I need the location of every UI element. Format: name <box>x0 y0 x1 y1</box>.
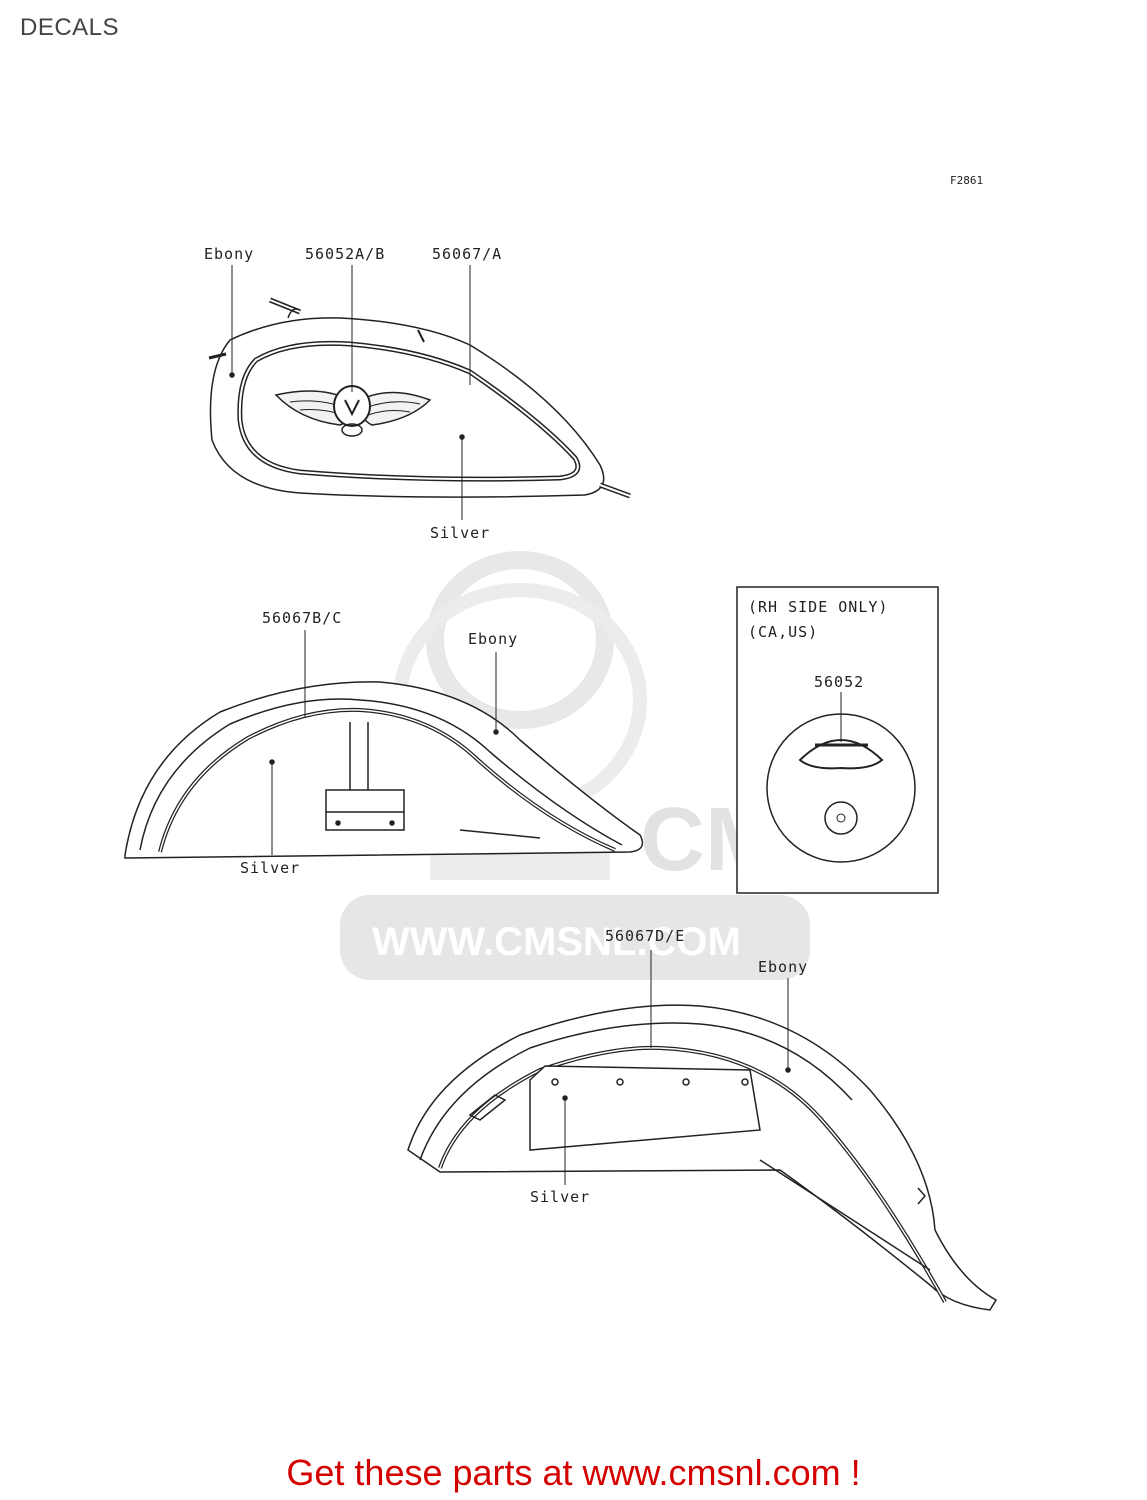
tank-label-silver: Silver <box>430 524 490 542</box>
rear-fender-label-stripe: 56067D/E <box>605 927 685 945</box>
tank-emblem <box>274 385 432 437</box>
front-fender-label-silver: Silver <box>240 859 300 877</box>
parts-diagram: CMS WWW.CMSNL.COM F2861 <box>124 174 998 1311</box>
front-fender-label-ebony: Ebony <box>468 630 518 648</box>
rear-fender-label-ebony: Ebony <box>758 958 808 976</box>
fuel-tank <box>208 265 631 520</box>
rear-fender <box>407 950 998 1311</box>
front-fender <box>124 630 644 859</box>
inset-note-line2: (CA,US) <box>748 623 818 641</box>
tank-label-ebony: Ebony <box>204 245 254 263</box>
inset-label-part: 56052 <box>814 673 864 691</box>
footer-promo-link[interactable]: Get these parts at www.cmsnl.com ! <box>286 1452 861 1493</box>
tank-label-emblem: 56052A/B <box>305 245 385 263</box>
inset-box <box>736 586 939 894</box>
front-fender-label-stripe: 56067B/C <box>262 609 342 627</box>
watermark-url: WWW.CMSNL.COM <box>372 920 741 964</box>
page-title: DECALS <box>20 14 120 41</box>
tank-label-stripe: 56067/A <box>432 245 502 263</box>
rear-fender-label-silver: Silver <box>530 1188 590 1206</box>
inset-note-line1: (RH SIDE ONLY) <box>748 598 888 616</box>
figure-code: F2861 <box>950 174 983 187</box>
